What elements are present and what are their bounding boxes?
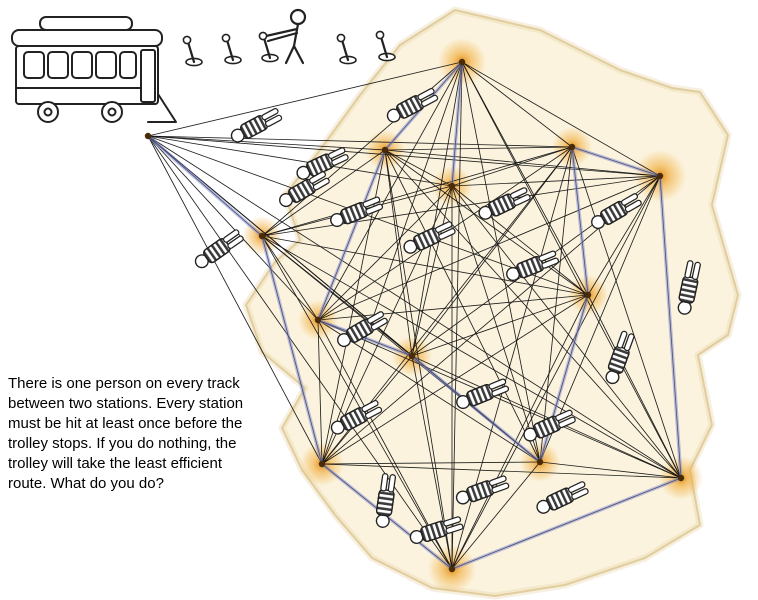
track-edge — [461, 61, 661, 177]
track-edge — [461, 61, 541, 463]
person-on-track — [409, 516, 464, 544]
track-edge — [384, 149, 413, 357]
person-on-track — [296, 147, 349, 180]
lever-icon — [182, 35, 203, 67]
levers — [182, 30, 396, 67]
track-edge — [461, 61, 573, 148]
station-node — [584, 291, 592, 299]
track-edge — [539, 461, 682, 479]
track-edge — [571, 146, 682, 479]
track-edge — [451, 175, 661, 570]
person-on-track — [605, 330, 635, 385]
track-edge — [321, 461, 541, 465]
track-edge — [411, 355, 682, 479]
station-node — [144, 132, 152, 140]
track-edge — [451, 146, 573, 187]
person-on-track — [456, 378, 510, 410]
track-edge — [451, 461, 541, 570]
track-edge — [317, 319, 541, 463]
station-node — [458, 58, 466, 66]
track-edge — [461, 61, 682, 479]
track-edge — [317, 294, 589, 321]
station-node — [448, 565, 456, 573]
station-node — [318, 460, 326, 468]
person-on-track — [591, 193, 642, 230]
route-highlight — [146, 60, 683, 571]
track-edge — [261, 146, 573, 237]
track-edge — [321, 463, 682, 479]
person-on-track — [230, 107, 283, 143]
station-node — [381, 146, 389, 154]
track-edge — [147, 135, 453, 570]
track-edge — [411, 185, 453, 357]
track-edge — [147, 135, 573, 148]
track-edge — [147, 135, 682, 479]
person-on-track — [523, 409, 576, 442]
track-edge — [147, 135, 323, 465]
person-on-track — [330, 399, 383, 435]
station-node — [314, 316, 322, 324]
track-edge — [384, 146, 573, 151]
track-edge — [384, 149, 453, 187]
track-edge — [261, 235, 453, 570]
lever-icon — [221, 33, 242, 65]
lever-icon — [375, 30, 396, 62]
station-node — [677, 474, 685, 482]
station-node — [258, 232, 266, 240]
person-on-track — [330, 196, 384, 228]
caption-text: There is one person on every track betwe… — [8, 375, 244, 493]
person-on-track — [677, 260, 701, 315]
track-edge — [451, 185, 589, 296]
station-nodes — [144, 58, 685, 573]
person-on-track — [506, 250, 560, 282]
track-edge — [317, 175, 661, 321]
track-edge — [147, 135, 386, 151]
trolley-illustration — [11, 16, 177, 123]
track-edge — [317, 319, 323, 465]
station-node — [408, 352, 416, 360]
track-edge — [147, 135, 453, 187]
track-edge — [261, 149, 386, 237]
track-edge — [321, 61, 463, 465]
person-on-track — [194, 229, 244, 269]
track-edge — [147, 135, 319, 321]
track-edge — [261, 235, 682, 479]
person-on-track — [386, 87, 439, 123]
track-edge — [261, 175, 661, 237]
track-edge — [411, 294, 589, 357]
map-outline — [245, 9, 739, 597]
track-edge — [317, 319, 682, 479]
person-on-track — [375, 473, 397, 528]
station-node — [656, 172, 664, 180]
station-node — [536, 458, 544, 466]
track-edge — [261, 235, 319, 321]
person-on-track — [536, 481, 589, 514]
people-on-tracks — [194, 87, 701, 544]
lever-icon — [258, 31, 279, 63]
track-edge — [587, 175, 661, 296]
track-edge — [539, 146, 573, 463]
track-edge — [261, 235, 589, 296]
person-on-track — [478, 187, 531, 220]
person-on-track — [455, 475, 510, 505]
person-on-track — [403, 221, 456, 254]
track-edge — [451, 185, 682, 479]
track-edge — [451, 294, 589, 570]
track-edge — [384, 149, 589, 296]
lever-person-illustration — [264, 8, 307, 65]
track-edge — [451, 175, 661, 187]
person-on-track — [279, 171, 330, 208]
track-edge — [384, 149, 541, 463]
station-node — [448, 182, 456, 190]
station-node — [568, 143, 576, 151]
track-edge — [451, 61, 463, 570]
track-edge — [411, 61, 463, 357]
track-edge — [451, 185, 541, 463]
track-edge — [317, 185, 453, 321]
person-on-track — [337, 311, 388, 348]
lever-icon — [336, 33, 357, 65]
track-edge — [587, 294, 682, 479]
track-edge — [147, 61, 463, 137]
